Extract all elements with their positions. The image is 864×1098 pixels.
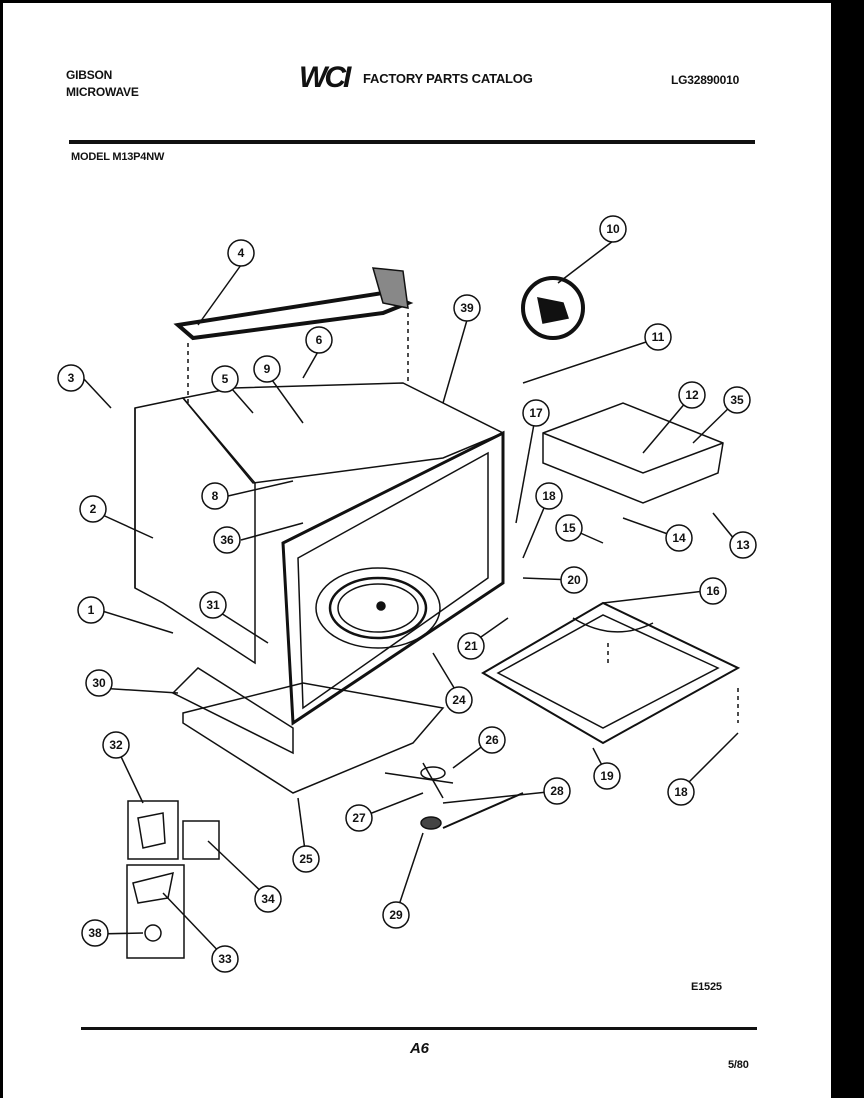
callout-13: 14	[672, 531, 686, 545]
catalog-page: GIBSON MICROWAVE WCI FACTORY PARTS CATAL…	[3, 3, 831, 1098]
callout-16: 18	[674, 785, 688, 799]
callout-10: 11	[652, 330, 665, 344]
callout-11: 12	[685, 388, 699, 402]
callout-8: 9	[264, 362, 271, 376]
callout-31: 31	[206, 598, 220, 612]
callout-36-front: 36	[220, 533, 234, 547]
callout-25: 25	[299, 852, 313, 866]
revision-date: 5/80	[728, 1059, 749, 1071]
callout-28: 28	[550, 784, 564, 798]
callout-33: 33	[218, 952, 232, 966]
callout-27: 27	[352, 811, 366, 825]
callout-18: 17	[529, 406, 543, 420]
callout-26: 26	[485, 733, 499, 747]
exploded-parts-diagram: 4 10 39 11 6 9 5 3 12 35 17 8 18 2 14 36…	[57, 215, 757, 973]
callout-21: 21	[464, 639, 478, 653]
callout-14: 15	[562, 521, 576, 535]
product-type: MICROWAVE	[66, 85, 139, 99]
footer-rule	[81, 1027, 757, 1030]
drawing-code: E1525	[691, 981, 722, 993]
catalog-title: FACTORY PARTS CATALOG	[363, 71, 533, 86]
callout-5: 5	[222, 372, 229, 386]
callout-35: 35	[730, 393, 744, 407]
brand-name: GIBSON	[66, 68, 113, 82]
callout-19: 18	[542, 489, 556, 503]
document-number: LG32890010	[671, 73, 740, 87]
page-number: A6	[410, 1040, 429, 1057]
callout-4: 4	[238, 246, 245, 260]
callout-6-top: 6	[316, 333, 323, 347]
wci-logo: WCI	[299, 61, 351, 94]
header-rule	[69, 140, 755, 144]
model-label: MODEL M13P4NW	[71, 151, 165, 163]
callout-3: 3	[68, 371, 75, 385]
callout-24: 24	[452, 693, 466, 707]
callout-2: 2	[90, 502, 97, 516]
callout-9: 10	[606, 222, 620, 236]
callout-29: 29	[389, 908, 403, 922]
callout-32: 32	[109, 738, 123, 752]
callout-39: 39	[460, 301, 474, 315]
callout-20: 20	[567, 573, 581, 587]
callout-15: 16	[706, 584, 720, 598]
callout-34: 34	[261, 892, 275, 906]
callout-38: 38	[88, 926, 102, 940]
callout-17: 19	[600, 769, 614, 783]
callout-1: 1	[88, 603, 95, 617]
callout-7: 8	[212, 489, 219, 503]
callout-12: 13	[736, 538, 750, 552]
callout-30: 30	[92, 676, 106, 690]
